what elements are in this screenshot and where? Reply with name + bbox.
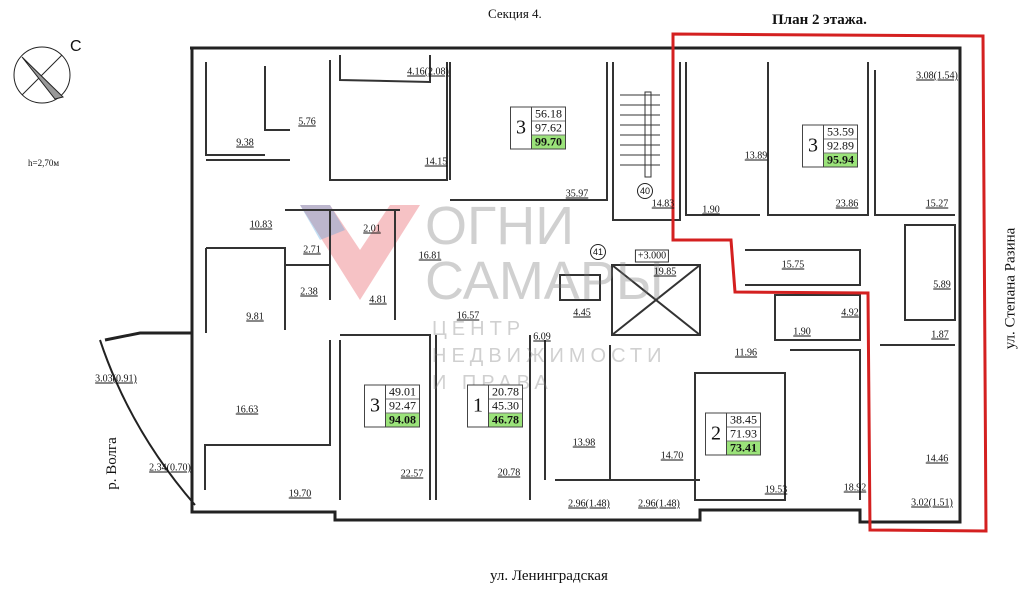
room-area[interactable]: 19.53 <box>764 484 788 496</box>
ceiling-height: h=2,70м <box>28 158 60 168</box>
room-area[interactable]: 14.15 <box>424 156 448 168</box>
room-area[interactable]: 18.92 <box>843 482 867 494</box>
room-area[interactable]: 13.89 <box>744 150 768 162</box>
room-area[interactable]: 19.85 <box>653 266 677 278</box>
room-count: 1 <box>468 385 489 427</box>
living-area: 53.59 <box>824 125 857 140</box>
level-mark: +3.000 <box>634 249 670 263</box>
living-area: 20.78 <box>489 385 522 400</box>
room-area[interactable]: 14.70 <box>660 450 684 462</box>
building-outline <box>99 46 962 524</box>
interior-walls <box>204 55 956 501</box>
compass-icon <box>13 46 71 104</box>
room-area[interactable]: 4.45 <box>573 307 591 319</box>
total-with-balcony: 95.94 <box>824 153 857 167</box>
room-count: 3 <box>511 107 532 149</box>
total-area: 97.62 <box>532 121 565 136</box>
room-area[interactable]: 4.92 <box>841 307 859 319</box>
room-count: 2 <box>706 413 727 455</box>
staircase <box>620 91 660 178</box>
room-area[interactable]: 3.02(1.51) <box>911 497 953 509</box>
room-area[interactable]: 2.71 <box>303 244 321 256</box>
total-area: 92.47 <box>386 399 419 414</box>
watermark-text: ЦЕНТР <box>432 318 526 340</box>
room-area[interactable]: 14.83 <box>651 198 675 210</box>
room-count: 3 <box>365 385 386 427</box>
room-area[interactable]: 4.16(2.08) <box>407 66 449 78</box>
room-area[interactable]: 9.38 <box>236 137 254 149</box>
total-with-balcony: 73.41 <box>727 441 760 455</box>
room-area[interactable]: 5.76 <box>298 116 316 128</box>
room-area[interactable]: 13.98 <box>572 437 596 449</box>
room-area[interactable]: 10.83 <box>249 219 273 231</box>
total-area: 92.89 <box>824 139 857 154</box>
plan-title: План 2 этажа. <box>772 12 867 28</box>
watermark-text: НЕДВИЖИМОСТИ <box>432 345 667 367</box>
river-label: р. Волга <box>103 437 120 490</box>
room-area[interactable]: 23.86 <box>835 198 859 210</box>
room-area[interactable]: 2.34(0.70) <box>149 462 191 474</box>
room-area[interactable]: 6.09 <box>533 331 551 343</box>
room-area[interactable]: 2.96(1.48) <box>638 498 680 510</box>
section-label: Секция 4. <box>488 6 542 21</box>
room-area[interactable]: 11.96 <box>734 347 758 359</box>
room-area[interactable]: 3.03(0.91) <box>95 373 137 385</box>
living-area: 38.45 <box>727 413 760 428</box>
watermark-text: САМАРЫ <box>425 251 664 311</box>
room-area[interactable]: 1.90 <box>793 326 811 338</box>
total-area: 71.93 <box>727 427 760 442</box>
room-area[interactable]: 22.57 <box>400 468 424 480</box>
room-area[interactable]: 35.97 <box>565 188 589 200</box>
room-area[interactable]: 2.38 <box>300 286 318 298</box>
room-area[interactable]: 19.70 <box>288 488 312 500</box>
total-with-balcony: 99.70 <box>532 135 565 149</box>
room-area[interactable]: 16.63 <box>235 404 259 416</box>
room-area[interactable]: 5.89 <box>933 279 951 291</box>
highlighted-apartment-outline <box>671 32 988 533</box>
room-area[interactable]: 3.08(1.54) <box>916 70 958 82</box>
total-with-balcony: 94.08 <box>386 413 419 427</box>
room-area[interactable]: 14.46 <box>925 453 949 465</box>
room-area[interactable]: 16.81 <box>418 250 442 262</box>
south-street-label: ул. Ленинградская <box>490 568 608 584</box>
stair-marker: 40 <box>637 183 653 199</box>
room-area[interactable]: 16.57 <box>456 310 480 322</box>
total-area: 45.30 <box>489 399 522 414</box>
room-area[interactable]: 2.01 <box>363 223 381 235</box>
room-count: 3 <box>803 125 824 167</box>
east-street-label: ул. Степана Разина <box>1002 227 1019 350</box>
living-area: 56.18 <box>532 107 565 122</box>
room-area[interactable]: 4.81 <box>369 294 387 306</box>
room-area[interactable]: 20.78 <box>497 467 521 479</box>
total-with-balcony: 46.78 <box>489 413 522 427</box>
room-area[interactable]: 1.87 <box>931 329 949 341</box>
room-area[interactable]: 15.27 <box>925 198 949 210</box>
room-area[interactable]: 9.81 <box>246 311 264 323</box>
room-area[interactable]: 1.90 <box>702 204 720 216</box>
north-label: С <box>70 38 82 55</box>
watermark-text: ОГНИ <box>425 196 575 256</box>
room-area[interactable]: 15.75 <box>781 259 805 271</box>
room-area[interactable]: 2.96(1.48) <box>568 498 610 510</box>
living-area: 49.01 <box>386 385 419 400</box>
hall-marker: 41 <box>590 244 606 260</box>
